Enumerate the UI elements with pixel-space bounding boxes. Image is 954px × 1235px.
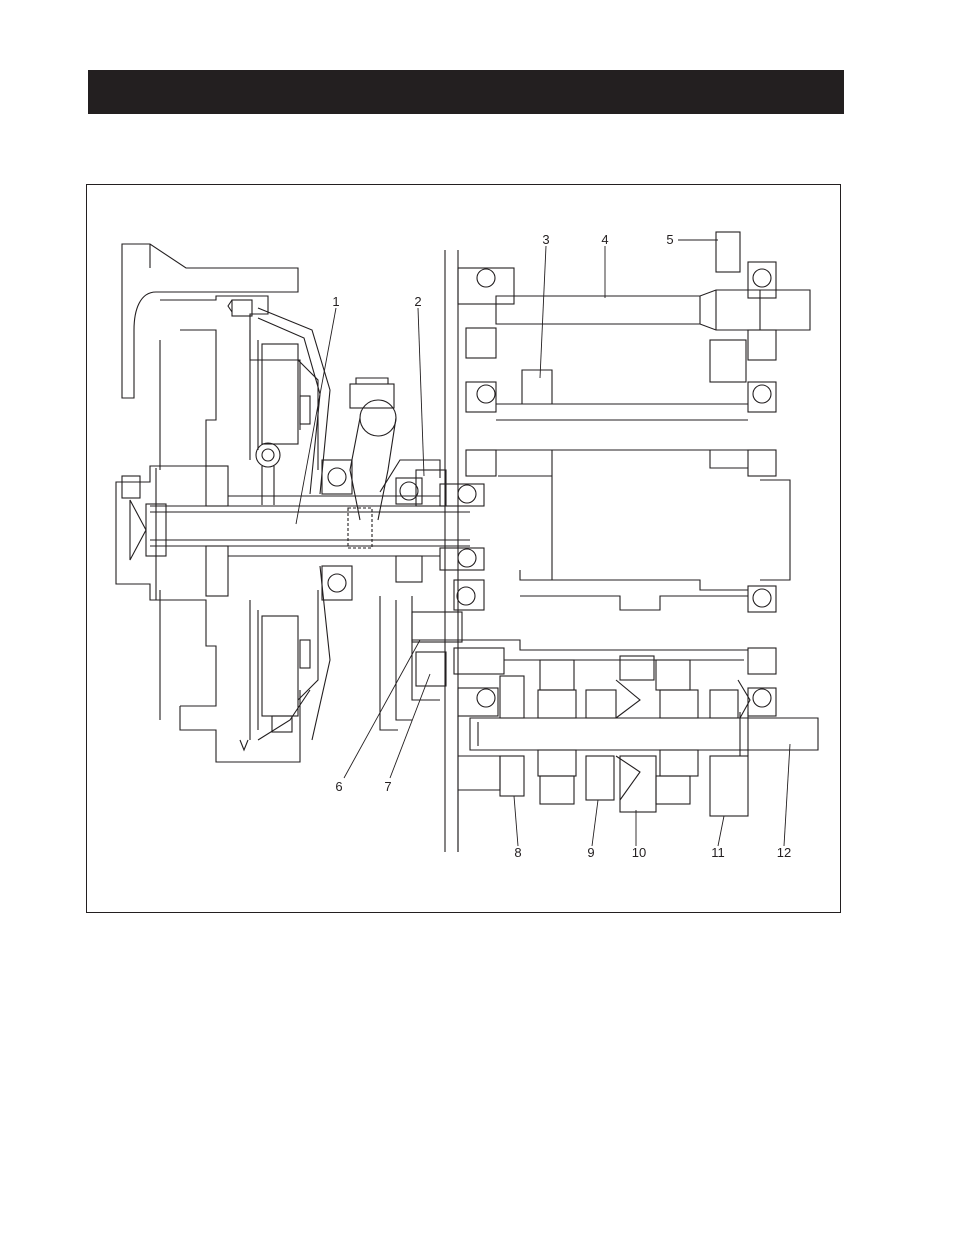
callout-label-10: 10	[632, 845, 646, 860]
callout-label-5: 5	[666, 232, 673, 247]
callout-label-1: 1	[332, 294, 339, 309]
callout-label-9: 9	[587, 845, 594, 860]
callout-label-12: 12	[777, 845, 791, 860]
diagram-linework	[116, 232, 818, 852]
callout-label-6: 6	[335, 779, 342, 794]
callout-label-2: 2	[414, 294, 421, 309]
callout-label-8: 8	[514, 845, 521, 860]
callout-label-3: 3	[542, 232, 549, 247]
callout-label-7: 7	[384, 779, 391, 794]
callout-label-11: 11	[711, 845, 725, 860]
leader-lines	[296, 240, 790, 846]
callout-label-4: 4	[601, 232, 608, 247]
